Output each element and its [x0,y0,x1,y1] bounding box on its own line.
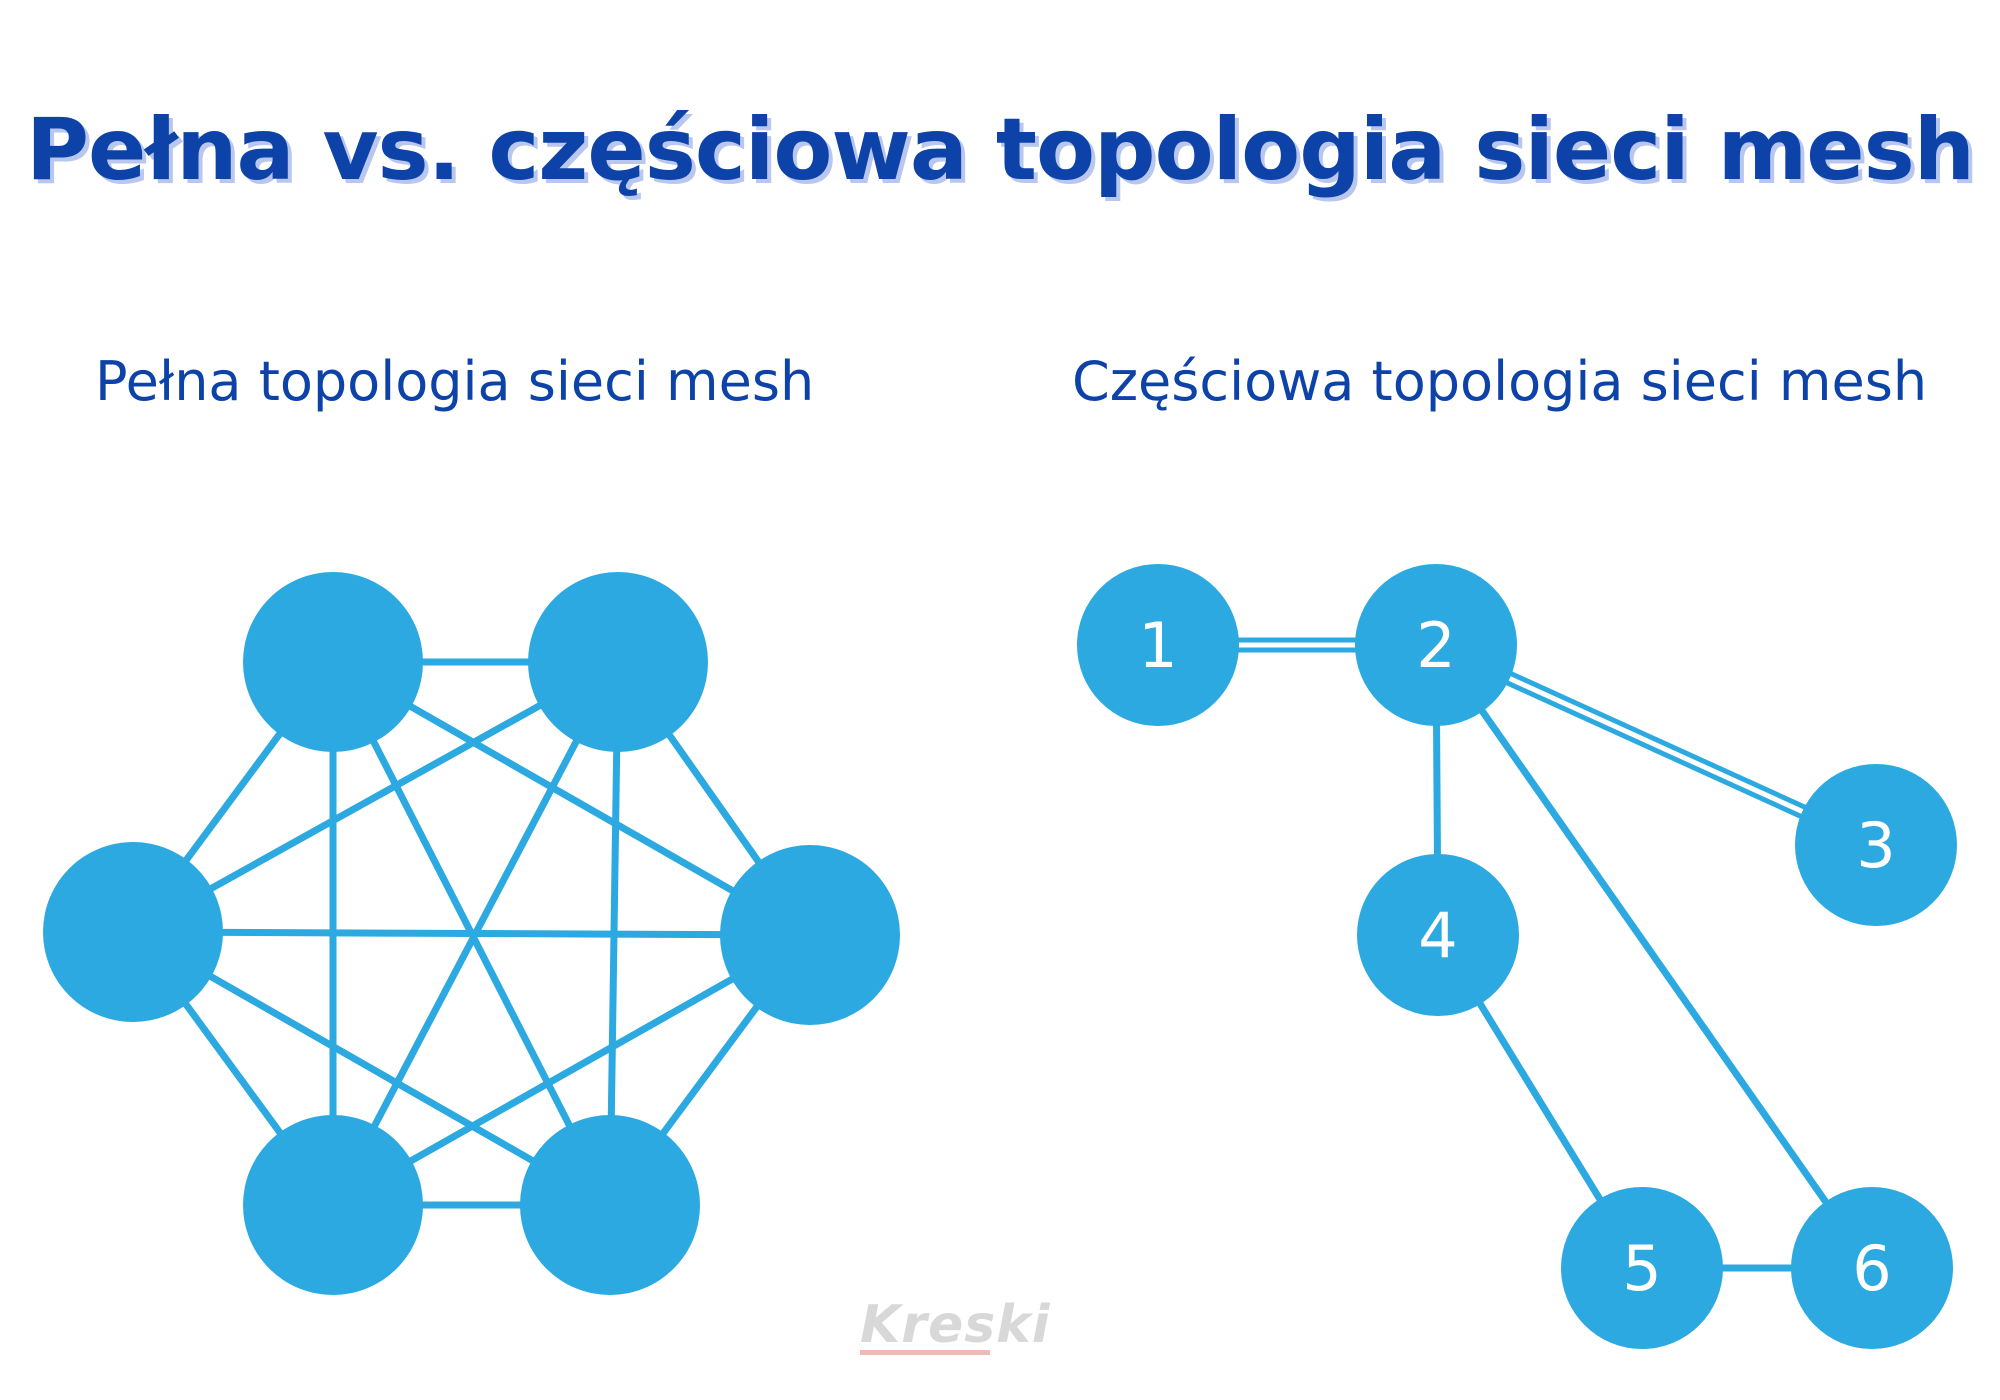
node-label-1: 1 [1138,609,1177,682]
full-mesh-nodes [43,572,900,1295]
partial-mesh-node-4 [1357,854,1519,1016]
partial-mesh-node-5 [1561,1187,1723,1349]
full-mesh-diagram [43,572,900,1295]
partial-mesh-edges [1158,637,1880,1272]
watermark-logo: Kreski [860,1295,1051,1355]
node-label-3: 3 [1856,809,1895,882]
full-mesh-node [528,572,708,752]
full-mesh-edge [131,658,620,936]
partial-mesh-node-6 [1791,1187,1953,1349]
full-mesh-heading: Pełna topologia sieci mesh [95,350,815,413]
full-mesh-node [43,842,223,1022]
partial-mesh-nodes: 1 2 3 4 5 6 [1077,564,1957,1349]
full-mesh-edge [131,928,612,1209]
full-mesh-node [243,1115,423,1295]
full-mesh-edges [130,658,813,1209]
full-mesh-edge [331,658,812,939]
page-title: Pełna vs. częściowa topologia sieci mesh [26,100,1975,200]
full-mesh-edge [331,931,812,1209]
partial-mesh-node-1 [1077,564,1239,726]
node-label-4: 4 [1418,899,1457,972]
partial-mesh-heading: Częściowa topologia sieci mesh [1072,350,1928,413]
full-mesh-node [520,1115,700,1295]
partial-mesh-node-2 [1355,564,1517,726]
node-label-6: 6 [1852,1232,1891,1305]
full-mesh-node [720,845,900,1025]
node-label-2: 2 [1416,609,1455,682]
node-label-5: 5 [1622,1232,1661,1305]
watermark-underline [860,1350,990,1355]
partial-mesh-edge [1433,642,1875,1271]
partial-mesh-node-3 [1795,764,1957,926]
full-mesh-edge [132,928,811,939]
full-mesh-node [243,572,423,752]
partial-mesh-diagram: 1 2 3 4 5 6 [1077,564,1957,1349]
